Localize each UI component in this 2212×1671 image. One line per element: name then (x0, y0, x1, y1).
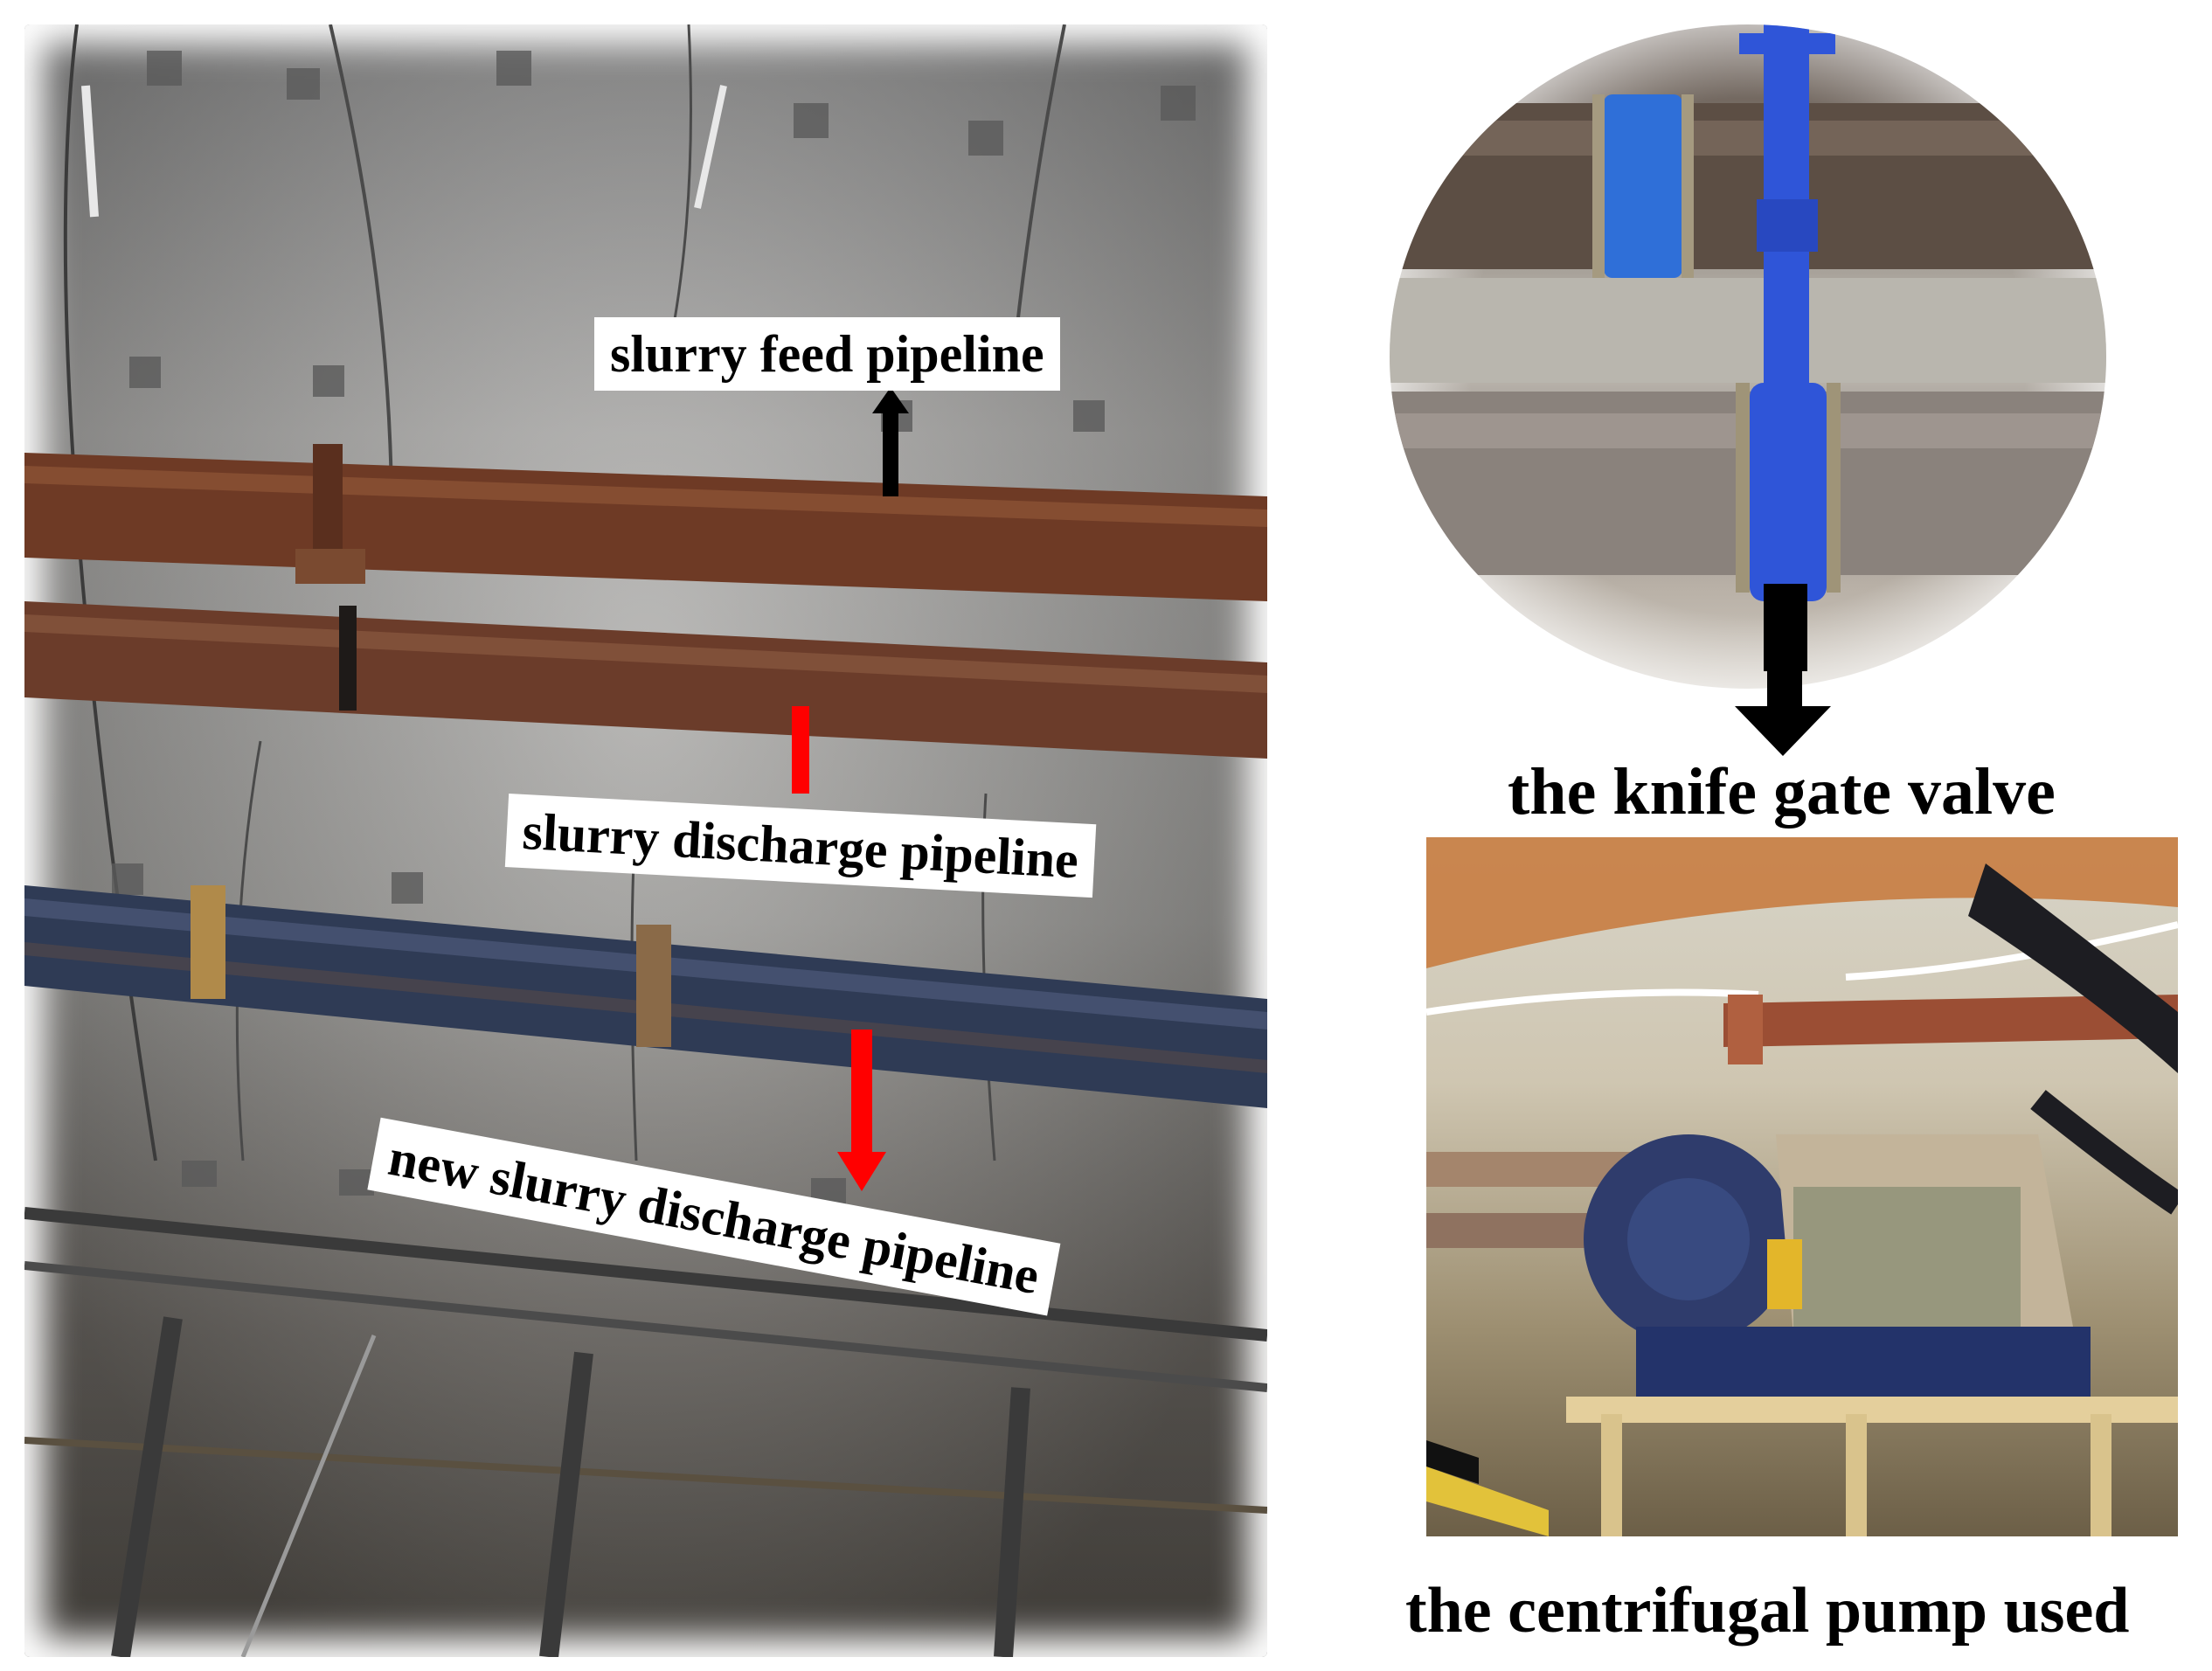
centrifugal-pump-caption: the centrifugal pump used (1405, 1575, 2130, 1647)
knife-gate-valve-scene (1390, 24, 2106, 671)
tunnel-pipeline-photo: slurry feed pipeline slurry discharge pi… (24, 24, 1267, 1657)
slurry-feed-pipeline-label: slurry feed pipeline (594, 317, 1060, 391)
arrow-down-discharge-icon (792, 706, 809, 794)
knife-gate-valve-photo (1390, 24, 2106, 689)
centrifugal-pump-scene (1426, 837, 2178, 1536)
knife-gate-valve-caption: the knife gate valve (1508, 755, 2056, 829)
centrifugal-pump-photo (1426, 837, 2178, 1536)
tunnel-pipeline-scene (24, 24, 1267, 1657)
new-slurry-discharge-pipe (24, 885, 1267, 1108)
arrow-down-valve-icon (1764, 584, 1807, 671)
arrow-up-feed-icon (872, 387, 909, 496)
slurry-feed-pipe (24, 444, 1267, 601)
arrow-down-new-discharge-icon (837, 1030, 886, 1191)
valve-arrow-head-icon (1735, 664, 1831, 756)
slurry-discharge-pipe (24, 601, 1267, 759)
